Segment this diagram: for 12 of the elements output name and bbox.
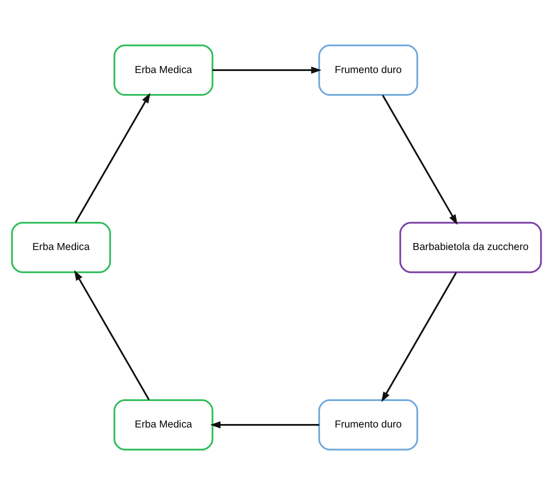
node-box: Frumento duro [318,399,418,450]
node-box: Erba Medica [114,44,214,96]
arrow [212,66,322,74]
arrow [381,272,457,402]
arrow [210,421,320,428]
node-box: Erba Medica [11,222,111,274]
node-box: Barbabietola da zucchero [399,222,542,274]
arrow [74,270,150,400]
arrow [74,92,150,223]
node-box: Erba Medica [114,399,214,450]
arrow [382,94,458,225]
node-box: Frumento duro [318,44,418,96]
